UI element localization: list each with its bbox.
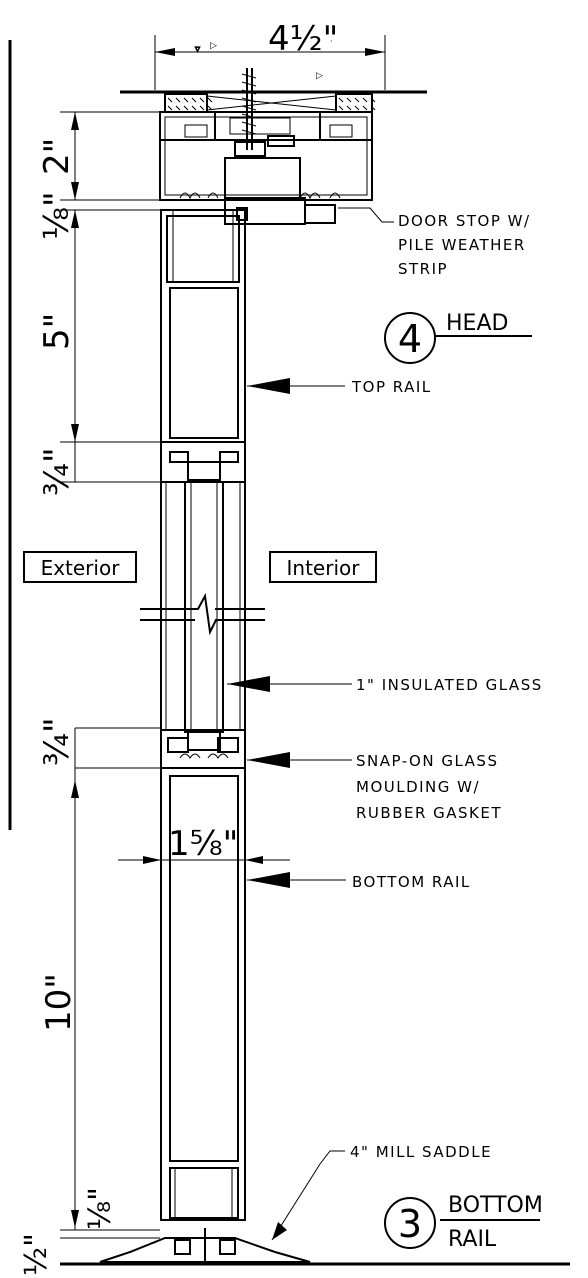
snap-on-line-1: SNAP-ON GLASS bbox=[356, 752, 498, 770]
detail-tag-bottom-rail bbox=[384, 1197, 540, 1249]
top-rail-leader bbox=[247, 378, 345, 394]
door-stop-line-1: DOOR STOP W/ bbox=[398, 212, 531, 230]
door-stop-leader bbox=[338, 207, 394, 223]
top-width-label: 4½" bbox=[268, 19, 338, 59]
exterior-label: Exterior bbox=[41, 556, 121, 580]
detail-tag-bottom-subtitle: RAIL bbox=[448, 1227, 497, 1252]
left-dimension-lines bbox=[60, 111, 160, 1239]
svg-text:▷: ▷ bbox=[210, 41, 217, 51]
upper-glazing-bead bbox=[160, 441, 246, 483]
bottom-rail-height-label: 10" bbox=[39, 973, 79, 1032]
lower-glass-offset-label: ¾" bbox=[37, 717, 77, 766]
top-gap-label: ⅛" bbox=[37, 191, 77, 240]
mill-saddle-callout: 4" MILL SADDLE bbox=[350, 1143, 492, 1161]
detail-tag-head bbox=[384, 312, 532, 364]
stile-width-label: 1⅝" bbox=[168, 824, 238, 864]
detail-tag-head-title: HEAD bbox=[446, 311, 508, 336]
top-rail bbox=[160, 209, 246, 443]
svg-text:·: · bbox=[330, 37, 333, 46]
sealant-beads bbox=[164, 93, 376, 113]
top-width-dimension bbox=[155, 48, 385, 56]
bottom-rail bbox=[160, 767, 246, 1221]
bottom-rail-callout: BOTTOM RAIL bbox=[352, 873, 471, 891]
top-rail-height-label: 5" bbox=[37, 313, 77, 350]
mill-saddle-leader bbox=[271, 1150, 345, 1241]
detail-tag-head-number: 4 bbox=[398, 317, 422, 361]
ceiling-substrate: ▿ ▷ ▷ · bbox=[120, 35, 427, 94]
svg-text:▷: ▷ bbox=[316, 71, 323, 81]
interior-label: Interior bbox=[287, 556, 361, 580]
insulated-glass-leader bbox=[227, 676, 352, 692]
interior-box bbox=[269, 551, 377, 583]
insulated-glass-callout: 1" INSULATED GLASS bbox=[356, 676, 543, 694]
saddle-height-label: ½" bbox=[19, 1233, 54, 1276]
lower-glazing-bead bbox=[160, 729, 246, 769]
svg-text:▿: ▿ bbox=[195, 44, 200, 55]
upper-glass-offset-label: ¾" bbox=[37, 447, 77, 496]
break-line bbox=[140, 592, 265, 636]
mill-saddle bbox=[60, 1228, 570, 1266]
snap-on-line-2: MOULDING W/ bbox=[356, 778, 480, 796]
anchor-screw bbox=[241, 68, 257, 150]
detail-tag-bottom-number: 3 bbox=[398, 1202, 422, 1246]
exterior-box bbox=[23, 551, 137, 583]
door-stop-line-3: STRIP bbox=[398, 260, 448, 278]
snap-on-line-3: RUBBER GASKET bbox=[356, 804, 502, 822]
door-stop-line-2: PILE WEATHER bbox=[398, 236, 526, 254]
bottom-rail-leader bbox=[247, 872, 346, 888]
head-frame bbox=[159, 111, 373, 225]
detail-tag-bottom-title: BOTTOM bbox=[448, 1193, 543, 1218]
snap-on-leader bbox=[247, 752, 352, 768]
head-height-label: 2" bbox=[37, 138, 77, 175]
bottom-gap-label: ⅛" bbox=[83, 1187, 118, 1230]
stile-width-dimension bbox=[118, 856, 290, 864]
top-rail-callout: TOP RAIL bbox=[351, 378, 432, 396]
